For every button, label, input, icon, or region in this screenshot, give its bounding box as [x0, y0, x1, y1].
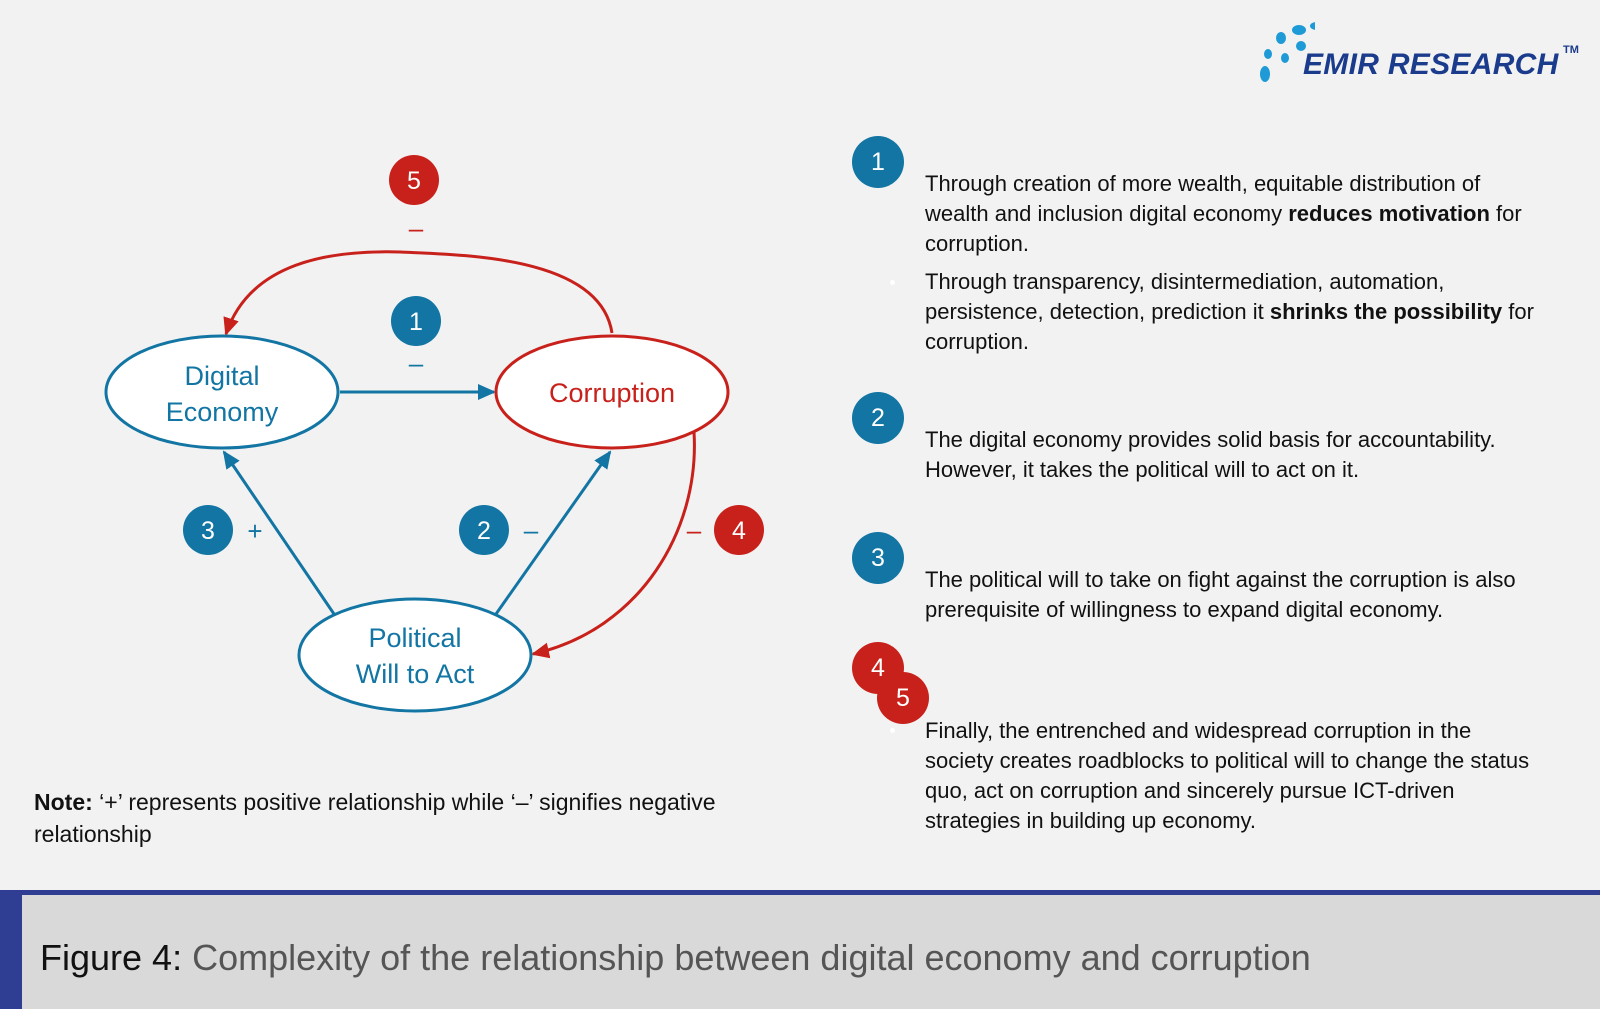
note-label: Note:	[34, 789, 93, 815]
node-corruption-label: Corruption	[549, 378, 675, 408]
svg-text:5: 5	[407, 167, 421, 195]
node-political-will-line2: Will to Act	[356, 659, 475, 689]
link-1-badge: 1	[391, 296, 441, 346]
link-2-arrow	[494, 450, 612, 615]
caption-accent	[0, 895, 22, 1009]
causal-loop-diagram: Digital Economy Corruption Political Wil…	[104, 155, 764, 713]
explanation-1-para-1: Through creation of more wealth, equitab…	[925, 171, 1522, 256]
logo-trademark: TM	[1563, 44, 1579, 56]
explanation-3-text: The political will to take on fight agai…	[925, 567, 1516, 622]
figure-caption-text: Complexity of the relationship between d…	[182, 937, 1311, 978]
note: Note: ‘+’ represents positive relationsh…	[34, 786, 834, 850]
link-5-badge: 5	[389, 155, 439, 205]
explanation-2-badge: 2	[852, 392, 904, 444]
explanation-1-para-2: Through transparency, disintermediation,…	[925, 269, 1534, 354]
svg-text:1: 1	[409, 308, 423, 336]
link-3-sign: +	[247, 516, 262, 546]
link-3-arrow	[222, 450, 336, 615]
svg-text:4: 4	[732, 517, 746, 545]
explanation-45-text: Finally, the entrenched and widespread c…	[925, 718, 1530, 833]
emir-research-logo: EMIR RESEARCH TM	[1255, 18, 1585, 88]
link-2-badge: 2	[459, 505, 509, 555]
explanation-5-badge: 5	[877, 672, 929, 724]
bullet-dot	[890, 280, 895, 285]
svg-text:2: 2	[477, 517, 491, 545]
node-political-will: Political Will to Act	[297, 597, 533, 713]
explanation-2-text: The digital economy provides solid basis…	[925, 427, 1496, 482]
link-5-sign: –	[409, 213, 424, 243]
note-text: ‘+’ represents positive relationship whi…	[34, 789, 716, 847]
logo-text: EMIR RESEARCH	[1303, 48, 1559, 81]
logo-dots-icon	[1260, 22, 1315, 82]
link-4-sign: –	[687, 515, 702, 545]
link-1-sign: –	[409, 348, 424, 378]
figure-label: Figure 4:	[40, 937, 183, 978]
link-4-badge: 4	[714, 505, 764, 555]
svg-text:3: 3	[201, 517, 215, 545]
link-5-arrow	[223, 250, 614, 336]
node-political-will-line1: Political	[368, 623, 461, 653]
node-digital-economy: Digital Economy	[104, 334, 340, 450]
link-2-sign: –	[524, 515, 539, 545]
link-3-badge: 3	[183, 505, 233, 555]
explanation-1-badge: 1	[852, 136, 904, 188]
explanation-3-badge: 3	[852, 532, 904, 584]
node-digital-economy-line2: Economy	[166, 397, 279, 427]
caption-bar: Figure 4: Complexity of the relationship…	[0, 890, 1600, 1009]
node-corruption: Corruption	[494, 334, 730, 450]
bullet-dot	[890, 728, 895, 733]
link-4-arrow	[531, 431, 696, 659]
explanation-4-badge: 4	[852, 642, 904, 694]
node-digital-economy-line1: Digital	[184, 361, 259, 391]
figure-caption: Figure 4: Complexity of the relationship…	[40, 937, 1311, 979]
